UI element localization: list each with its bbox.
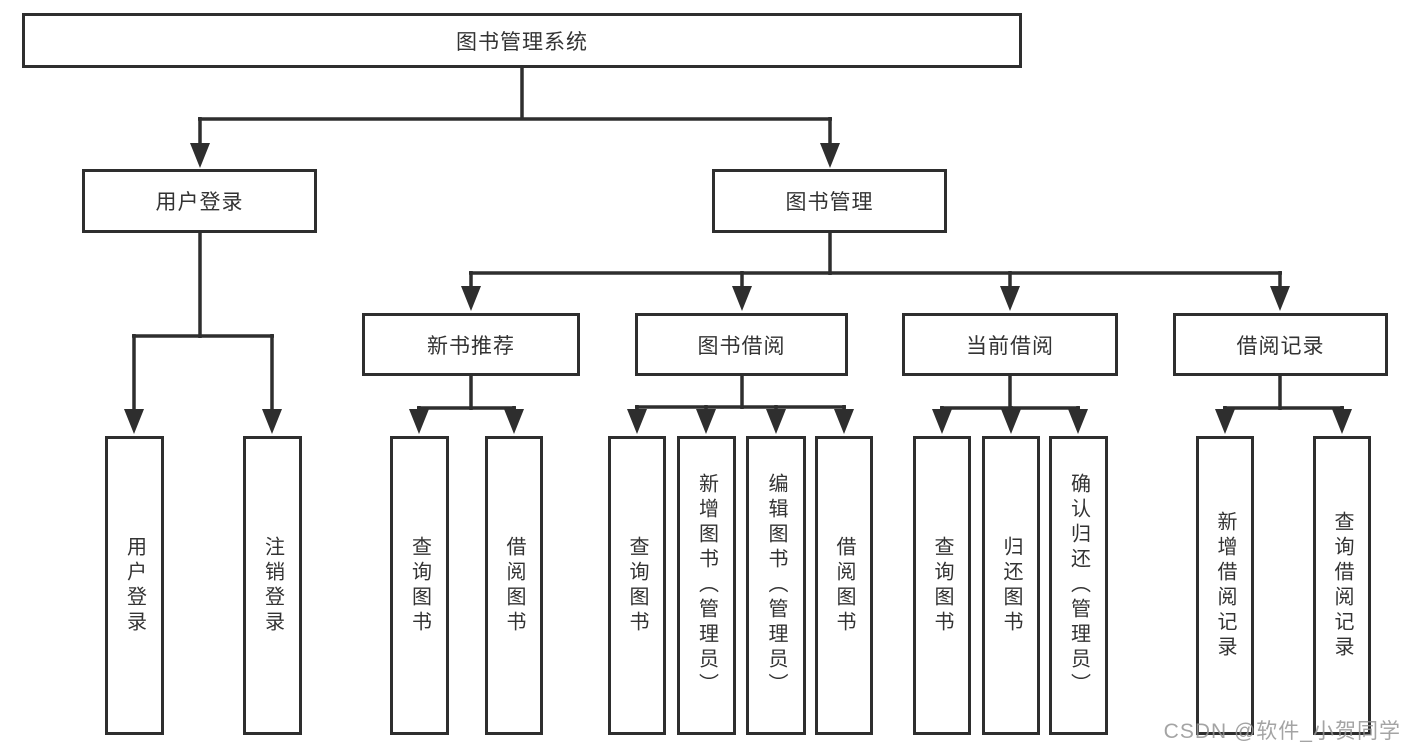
node-current-borrowing: 当前借阅 [902,313,1118,376]
node-new-book-recommendation: 新书推荐 [362,313,580,376]
node-label: 用户登录 [155,191,244,214]
leaf-add-books-admin: 新增图书（管理员） [677,436,736,735]
node-label: 借阅图书 [833,535,855,636]
node-label: 确认归还（管理员） [1067,473,1090,698]
leaf-edit-books-admin: 编辑图书（管理员） [746,436,806,735]
node-borrowing-records: 借阅记录 [1173,313,1388,376]
node-library-management-system: 图书管理系统 [22,13,1022,68]
node-label: 注销登录 [261,535,284,636]
leaf-query-books-current: 查询图书 [913,436,971,735]
node-label: 查询图书 [408,535,431,636]
leaf-borrow-books: 借阅图书 [815,436,873,735]
node-label: 新增图书（管理员） [695,473,718,698]
leaf-query-books-borrowing: 查询图书 [608,436,666,735]
node-label: 用户登录 [123,535,146,636]
leaf-borrow-books-recommend: 借阅图书 [485,436,543,735]
node-label: 图书管理系统 [456,30,588,54]
leaf-add-borrow-record: 新增借阅记录 [1196,436,1254,735]
node-label: 查询图书 [931,535,953,636]
node-label: 图书借阅 [697,334,786,358]
node-label: 查询图书 [626,535,648,636]
node-label: 借阅记录 [1236,334,1325,358]
leaf-logout: 注销登录 [243,436,302,735]
node-book-management: 图书管理 [712,169,947,233]
leaf-return-books: 归还图书 [982,436,1040,735]
leaf-query-books-recommend: 查询图书 [390,436,449,735]
node-label: 借阅图书 [503,535,525,636]
csdn-watermark: CSDN @软件_小贺同学 [1163,720,1401,743]
leaf-user-login: 用户登录 [105,436,164,735]
leaf-confirm-return-admin: 确认归还（管理员） [1049,436,1108,735]
node-label: 查询借阅记录 [1331,510,1353,661]
node-user-login: 用户登录 [82,169,317,233]
node-label: 新书推荐 [427,334,515,358]
node-label: 新增借阅记录 [1214,510,1236,661]
node-label: 编辑图书（管理员） [765,473,787,698]
node-book-borrowing: 图书借阅 [635,313,848,376]
leaf-query-borrow-record: 查询借阅记录 [1313,436,1371,735]
node-label: 当前借阅 [966,334,1054,358]
node-label: 归还图书 [1000,535,1022,636]
node-label: 图书管理 [785,191,874,214]
